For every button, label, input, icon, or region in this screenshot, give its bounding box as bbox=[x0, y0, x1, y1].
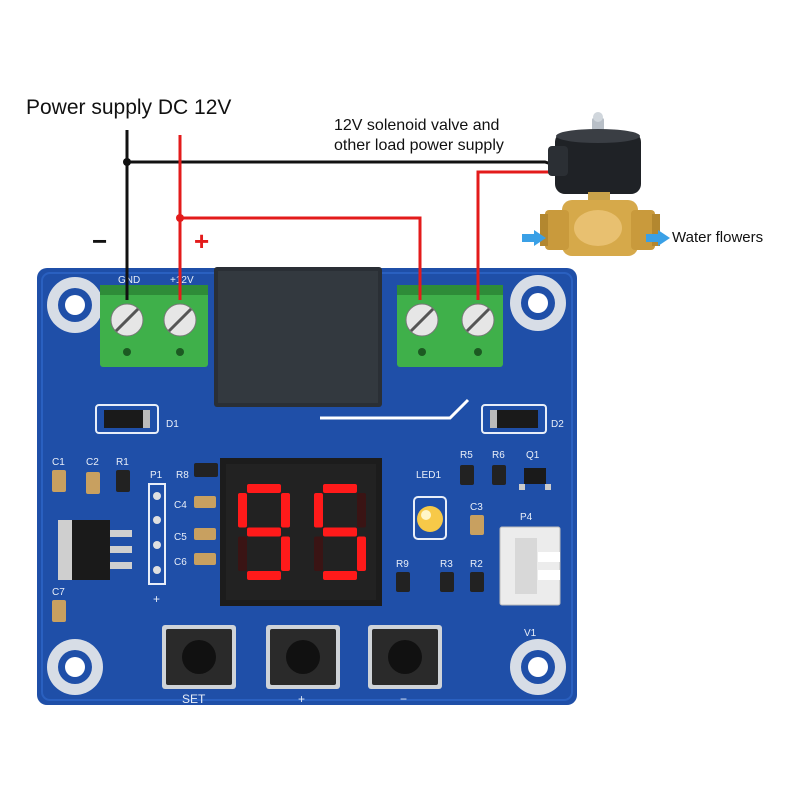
silk-r3: R3 bbox=[440, 559, 453, 570]
segment-a bbox=[247, 484, 281, 493]
silk-c1: C1 bbox=[52, 457, 65, 468]
silk-c2: C2 bbox=[86, 457, 99, 468]
set-button[interactable] bbox=[162, 625, 236, 689]
valve-label-line-1: 12V solenoid valve and bbox=[334, 117, 500, 134]
segment-d bbox=[247, 571, 281, 580]
segment-g bbox=[247, 527, 281, 537]
silk-p1: P1 bbox=[150, 470, 163, 481]
led1 bbox=[413, 496, 447, 540]
set-button-label: SET bbox=[182, 692, 206, 706]
silk-c7: C7 bbox=[52, 587, 65, 598]
silk-c6: C6 bbox=[174, 557, 187, 568]
mounting-hole bbox=[47, 277, 103, 333]
mounting-hole bbox=[47, 639, 103, 695]
silk-c3: C3 bbox=[470, 502, 483, 513]
flow-arrow-in bbox=[522, 230, 546, 246]
silk-c4: C4 bbox=[174, 500, 187, 511]
segment-f bbox=[238, 493, 247, 528]
plus-button[interactable] bbox=[266, 625, 340, 689]
segment-c bbox=[281, 536, 290, 571]
silk-r1: R1 bbox=[116, 457, 129, 468]
header-p1 bbox=[148, 483, 166, 585]
silk-12v: +12V bbox=[170, 275, 194, 286]
valve-label-line-2: other load power supply bbox=[334, 137, 504, 154]
silk-r6: R6 bbox=[492, 450, 505, 461]
silk-p4: P4 bbox=[520, 512, 533, 523]
silk-r5: R5 bbox=[460, 450, 473, 461]
mounting-hole bbox=[510, 275, 566, 331]
silk-gnd: GND bbox=[118, 275, 140, 286]
segment-d bbox=[323, 571, 357, 580]
minus-button-label: − bbox=[400, 692, 407, 706]
segment-e bbox=[314, 536, 323, 571]
smd-parts bbox=[52, 463, 506, 622]
silk-q1: Q1 bbox=[526, 450, 540, 461]
segment-e bbox=[238, 536, 247, 571]
silk-d1: D1 bbox=[166, 419, 179, 430]
silk-r2: R2 bbox=[470, 559, 483, 570]
page-title: Power supply DC 12V bbox=[26, 96, 232, 119]
negative-terminal-sign: − bbox=[92, 226, 108, 256]
flow-arrow-out bbox=[646, 230, 670, 246]
segment-b bbox=[357, 493, 366, 528]
plus-button-label: + bbox=[298, 692, 305, 706]
diode-d2 bbox=[481, 404, 547, 434]
silk-d2: D2 bbox=[551, 419, 564, 430]
segment-f bbox=[314, 493, 323, 528]
silk-r9: R9 bbox=[396, 559, 409, 570]
diode-d1 bbox=[95, 404, 159, 434]
display-digits bbox=[238, 484, 366, 580]
silk-led1: LED1 bbox=[416, 470, 441, 481]
segment-a bbox=[323, 484, 357, 493]
mounting-hole bbox=[510, 639, 566, 695]
voltage-regulator bbox=[58, 520, 132, 580]
connector-p4 bbox=[499, 526, 561, 606]
silk-v1: V1 bbox=[524, 628, 537, 639]
silk-c5: C5 bbox=[174, 532, 187, 543]
minus-button[interactable] bbox=[368, 625, 442, 689]
positive-terminal-sign: + bbox=[194, 226, 210, 256]
segment-b bbox=[281, 493, 290, 528]
valve-label: 12V solenoid valve and other load power … bbox=[334, 116, 504, 156]
water-flow-label: Water flowers bbox=[672, 229, 764, 246]
segment-c bbox=[357, 536, 366, 571]
terminal-block-power bbox=[100, 285, 208, 367]
segment-g bbox=[323, 527, 357, 537]
silk-r8: R8 bbox=[176, 470, 189, 481]
terminal-block-load bbox=[397, 285, 503, 367]
solenoid-valve bbox=[540, 112, 660, 256]
transistor-q1 bbox=[519, 468, 551, 490]
silk-p1-plus: + bbox=[153, 592, 160, 606]
